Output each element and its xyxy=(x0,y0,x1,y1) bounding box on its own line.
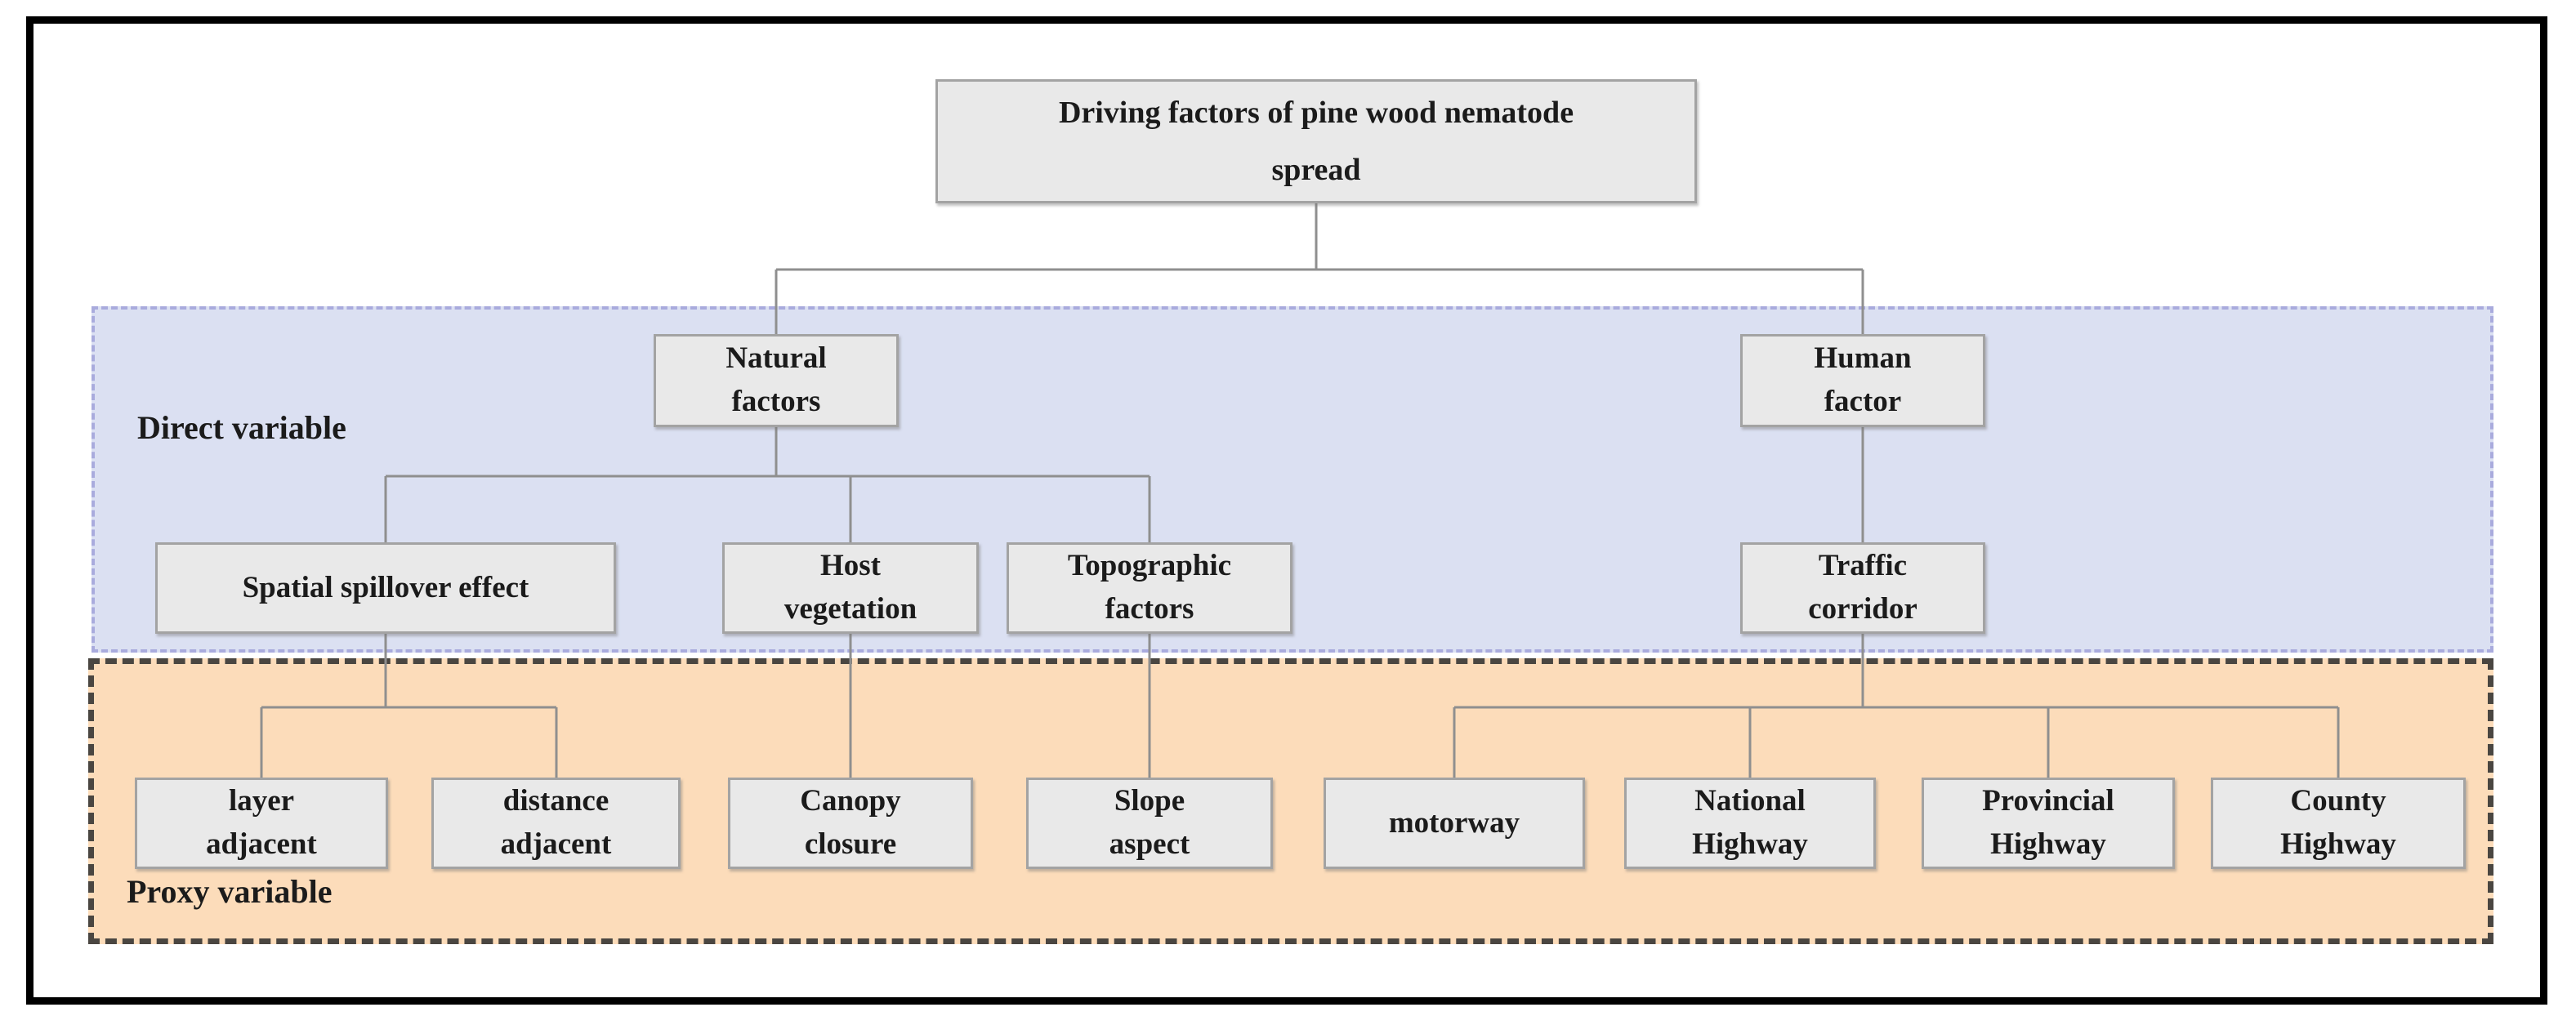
node-spatial-spillover-effect: Spatial spillover effect xyxy=(155,542,616,634)
node-layer-adjacent: layer adjacent xyxy=(135,778,388,869)
proxy-variable-label: Proxy variable xyxy=(127,873,333,910)
connector-natural-to-children xyxy=(384,426,1151,543)
node-slope-aspect: Slope aspect xyxy=(1026,778,1273,869)
node-motorway: motorway xyxy=(1324,778,1585,869)
node-host-vegetation: Host vegetation xyxy=(722,542,979,634)
direct-variable-label: Direct variable xyxy=(137,409,346,446)
connector-spillover-to-children xyxy=(260,633,558,778)
diagram-frame xyxy=(26,16,2547,1005)
connector-traffic-to-highways xyxy=(1453,633,2340,778)
node-driving-factors: Driving factors of pine wood nematode sp… xyxy=(935,79,1697,203)
node-provincial-highway: Provincial Highway xyxy=(1922,778,2175,869)
node-national-highway: National Highway xyxy=(1624,778,1876,869)
node-natural-factors: Natural factors xyxy=(654,334,899,427)
node-traffic-corridor: Traffic corridor xyxy=(1740,542,1985,634)
node-human-factor: Human factor xyxy=(1740,334,1985,427)
node-topographic-factors: Topographic factors xyxy=(1007,542,1292,634)
node-canopy-closure: Canopy closure xyxy=(728,778,973,869)
connector-root-to-level2 xyxy=(775,203,1864,335)
node-distance-adjacent: distance adjacent xyxy=(431,778,681,869)
node-county-highway: County Highway xyxy=(2211,778,2466,869)
